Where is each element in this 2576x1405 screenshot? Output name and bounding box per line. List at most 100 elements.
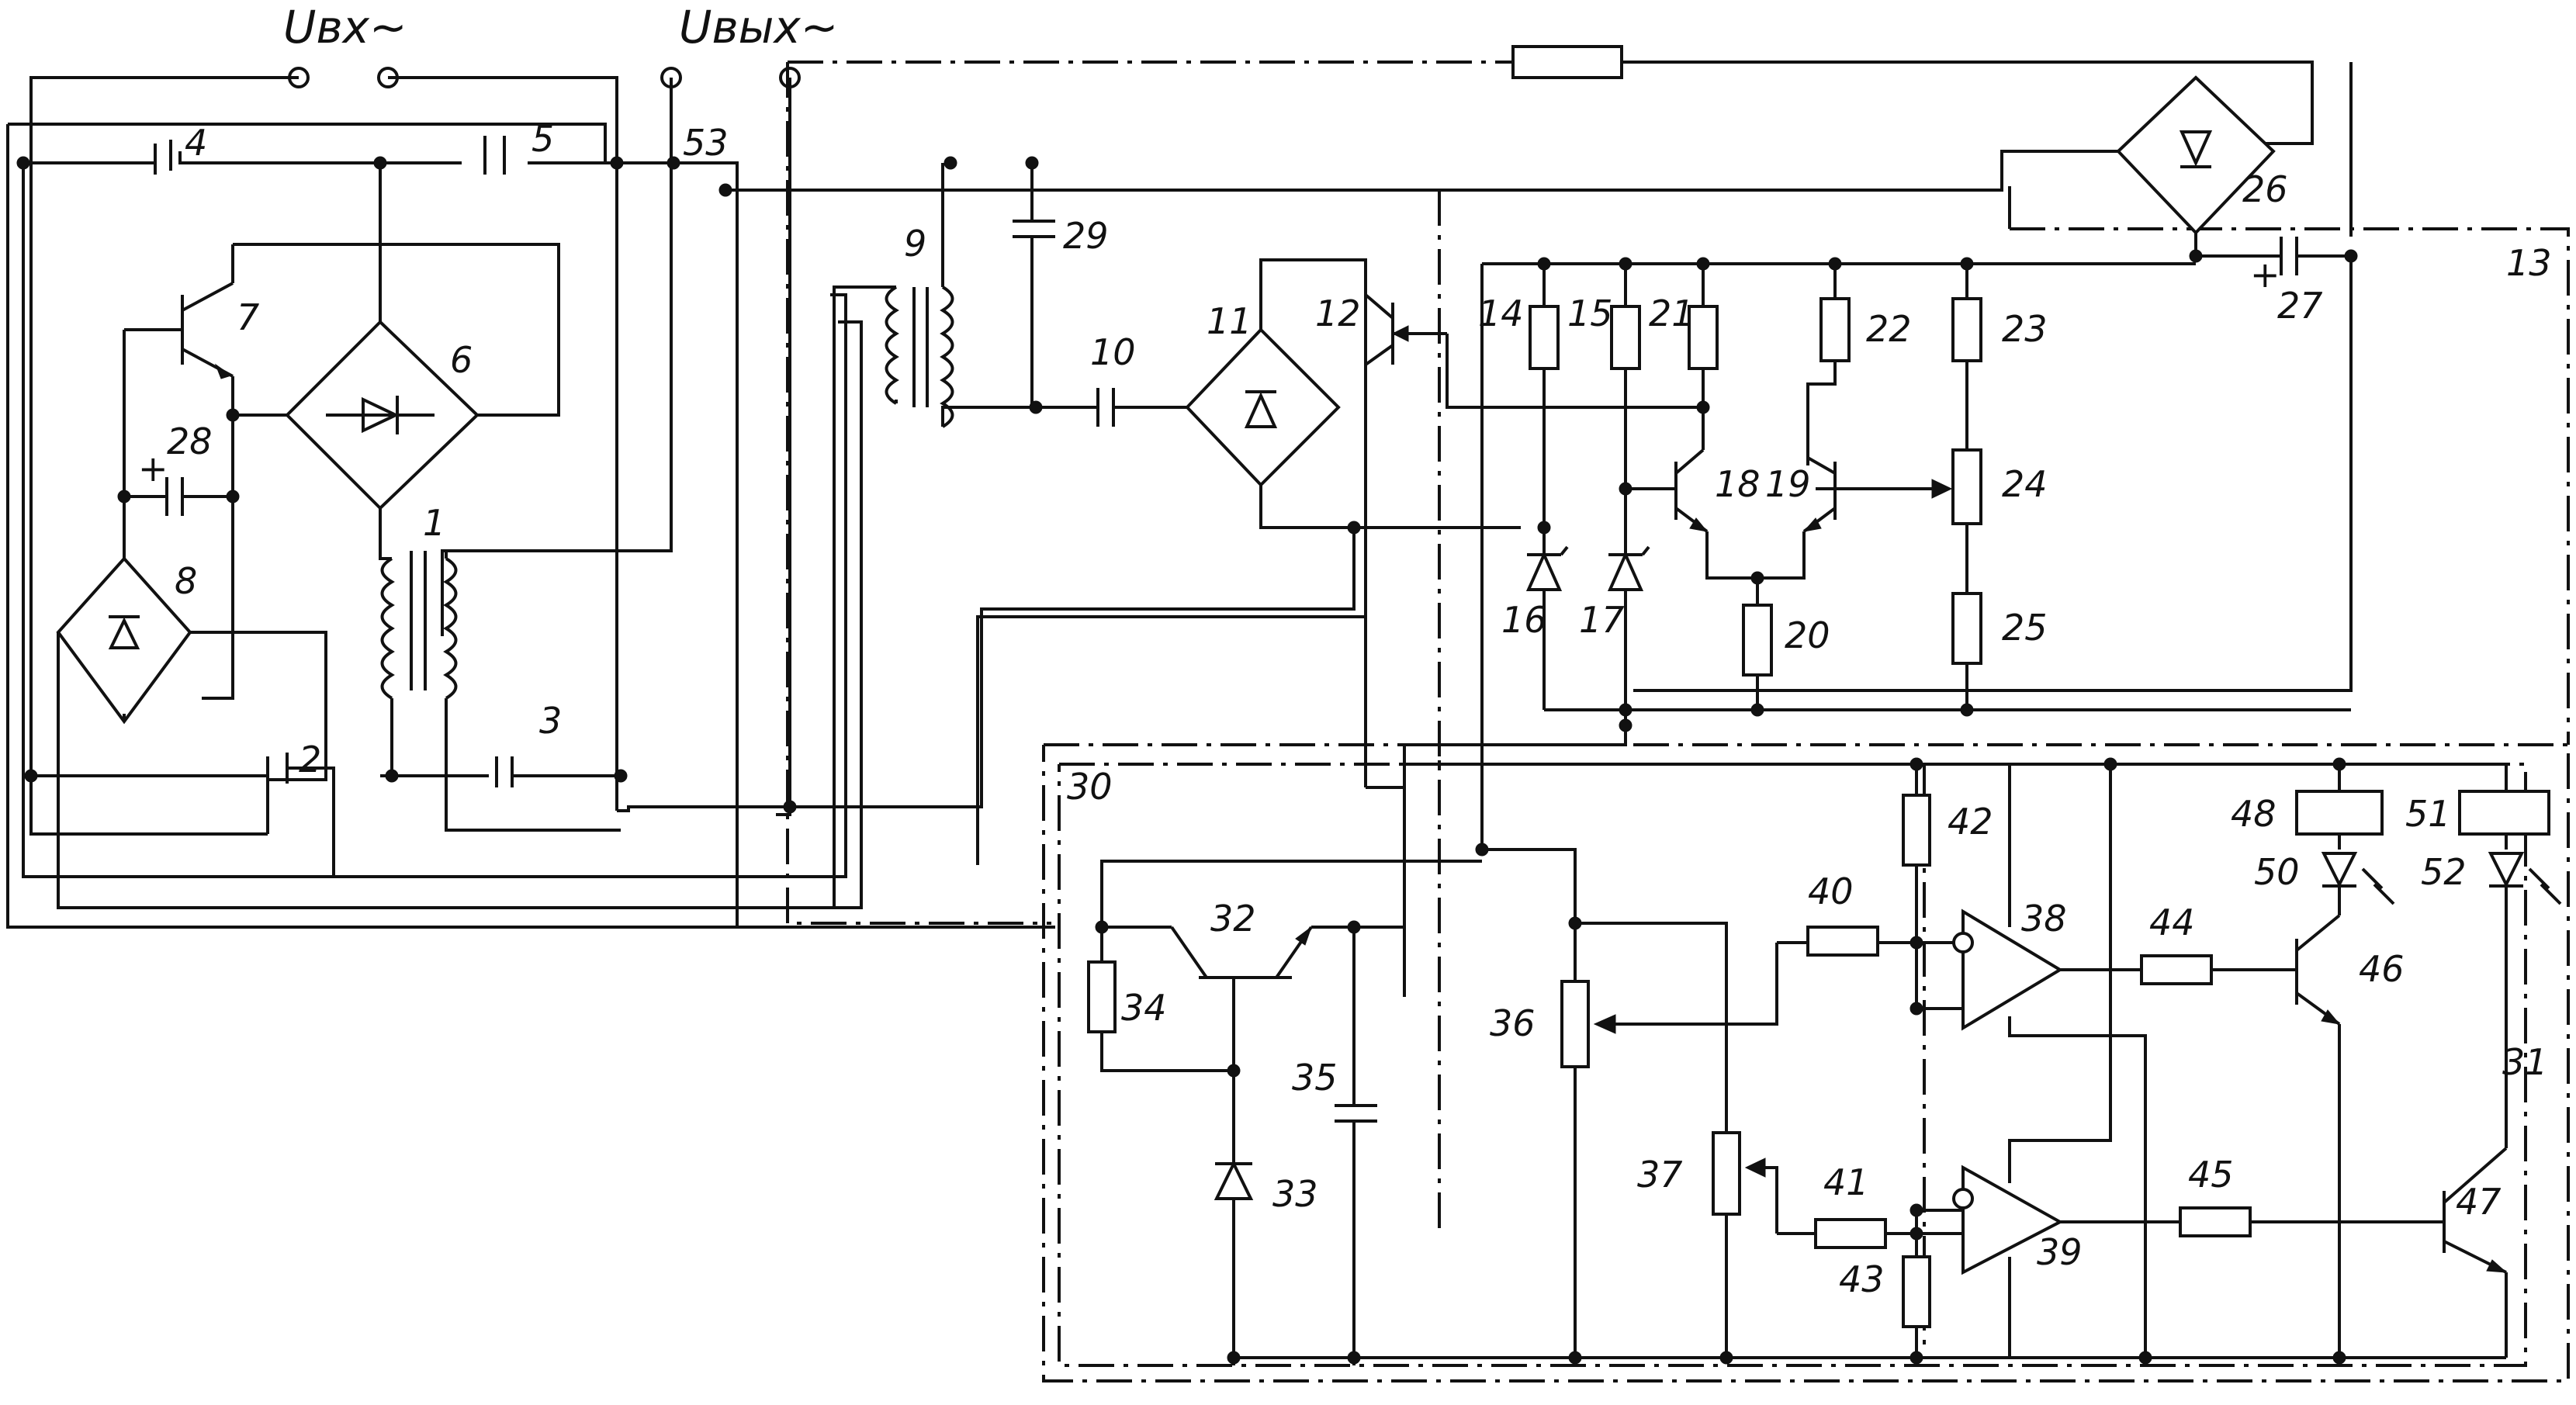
svg-text:4: 4 xyxy=(185,122,207,164)
svg-text:+: + xyxy=(138,448,168,490)
svg-text:29: 29 xyxy=(1063,215,1109,257)
svg-text:41: 41 xyxy=(1823,1161,1869,1203)
contact-4: 4 xyxy=(154,122,207,175)
potentiometer-36: 36 xyxy=(1490,923,1778,1358)
svg-text:14: 14 xyxy=(1478,292,1524,334)
svg-text:24: 24 xyxy=(2002,463,2048,505)
svg-text:12: 12 xyxy=(1315,292,1361,334)
svg-text:11: 11 xyxy=(1207,300,1252,342)
diode-bridge-6: 6 xyxy=(285,320,480,510)
resistor-41: 41 xyxy=(1777,1161,1963,1249)
svg-text:52: 52 xyxy=(2421,851,2467,893)
diode-bridge-11: 11 xyxy=(1185,300,1341,487)
resistor-22: 22 xyxy=(1806,264,1912,465)
capacitor-28: + 28 xyxy=(124,420,233,516)
block-label-31: 31 xyxy=(2502,1041,2548,1083)
svg-text:21: 21 xyxy=(1649,292,1695,334)
diode-bridge-26: 26 xyxy=(2116,75,2288,235)
svg-text:50: 50 xyxy=(2254,851,2300,893)
svg-text:37: 37 xyxy=(1637,1154,1683,1196)
svg-text:20: 20 xyxy=(1785,614,1830,656)
led-52: 52 xyxy=(2421,851,2562,919)
input-voltage-label: Uвх~ xyxy=(283,1,407,54)
capacitor-10: 10 xyxy=(1036,331,1187,427)
svg-text:34: 34 xyxy=(1121,987,1167,1029)
svg-text:33: 33 xyxy=(1272,1173,1318,1215)
svg-text:46: 46 xyxy=(2359,948,2405,990)
svg-text:5: 5 xyxy=(531,118,554,160)
svg-text:36: 36 xyxy=(1490,1002,1536,1044)
svg-text:8: 8 xyxy=(175,560,197,602)
transformer-9: 9 xyxy=(885,223,954,428)
svg-text:45: 45 xyxy=(2188,1154,2234,1196)
svg-text:10: 10 xyxy=(1090,331,1136,373)
zener-diode-33: 33 xyxy=(1214,1071,1318,1365)
svg-text:6: 6 xyxy=(450,339,473,381)
svg-text:27: 27 xyxy=(2277,285,2323,327)
relay-coil-48: 48 xyxy=(2231,764,2384,850)
relay-coil-51: 51 xyxy=(2405,763,2550,850)
zener-diode-16: 16 xyxy=(1501,545,1569,710)
led-50: 50 xyxy=(2254,851,2395,915)
contact-5: 5 xyxy=(483,118,554,175)
comparator-39: 39 xyxy=(1952,1164,2083,1275)
svg-text:1: 1 xyxy=(423,502,445,544)
resistor-23: 23 xyxy=(1951,264,2048,450)
svg-text:51: 51 xyxy=(2405,793,2451,835)
svg-text:22: 22 xyxy=(1866,308,1912,350)
junction xyxy=(16,156,30,170)
resistor-45: 45 xyxy=(2179,1154,2444,1237)
resistor-34: 34 xyxy=(1087,927,1234,1072)
svg-text:39: 39 xyxy=(2037,1231,2083,1273)
svg-text:38: 38 xyxy=(2021,898,2067,940)
svg-text:48: 48 xyxy=(2231,793,2277,835)
transistor-32: 32 xyxy=(1170,898,1313,1071)
capacitor-29: 29 xyxy=(1013,163,1109,407)
transistor-47: 47 xyxy=(2443,1147,2508,1274)
svg-text:44: 44 xyxy=(2149,901,2195,943)
resistor-25: 25 xyxy=(1951,592,2048,710)
resistor-20: 20 xyxy=(1742,578,1830,710)
svg-text:2: 2 xyxy=(299,739,321,780)
resistor-15: 15 xyxy=(1567,264,1641,555)
block-label-13: 13 xyxy=(2506,242,2552,284)
svg-text:18: 18 xyxy=(1715,463,1761,505)
input-terminals: Uвх~ Uвых~ xyxy=(283,1,838,88)
svg-text:16: 16 xyxy=(1501,599,1547,641)
block-label-30: 30 xyxy=(1067,766,1113,808)
transistor-18: 18 xyxy=(1626,448,1761,533)
svg-text:23: 23 xyxy=(2002,308,2048,350)
resistor-40: 40 xyxy=(1777,870,1963,957)
svg-text:+: + xyxy=(2250,254,2280,296)
transistor-12: 12 xyxy=(1315,292,1447,366)
zener-diode-17: 17 xyxy=(1579,545,1650,745)
transformer-1: 1 xyxy=(380,502,458,700)
diode-bridge-8: 8 xyxy=(56,556,197,725)
transistor-46: 46 xyxy=(2295,914,2405,1026)
svg-text:43: 43 xyxy=(1839,1258,1885,1300)
svg-text:47: 47 xyxy=(2456,1181,2502,1223)
svg-text:7: 7 xyxy=(237,296,259,338)
capacitor-27: + 27 xyxy=(2196,237,2351,327)
resistor-44: 44 xyxy=(2140,901,2297,985)
transistor-7: 7 xyxy=(124,282,259,379)
resistor-top xyxy=(1511,45,1623,79)
svg-text:28: 28 xyxy=(167,420,213,462)
contact-3: 3 xyxy=(495,700,562,787)
label-53: 53 xyxy=(683,122,729,164)
potentiometer-24: 24 xyxy=(1816,448,2048,593)
contact-2: 2 xyxy=(266,739,321,787)
junction xyxy=(667,156,680,170)
svg-text:19: 19 xyxy=(1765,463,1811,505)
svg-text:9: 9 xyxy=(904,223,926,265)
svg-text:42: 42 xyxy=(1948,801,1993,843)
transistor-19: 19 xyxy=(1765,456,1870,533)
svg-text:3: 3 xyxy=(539,700,562,742)
svg-text:40: 40 xyxy=(1808,870,1854,912)
resistor-14: 14 xyxy=(1478,264,1560,555)
svg-text:32: 32 xyxy=(1210,898,1256,940)
capacitor-35: 35 xyxy=(1292,927,1377,1365)
svg-text:17: 17 xyxy=(1579,599,1625,641)
svg-text:15: 15 xyxy=(1567,292,1613,334)
